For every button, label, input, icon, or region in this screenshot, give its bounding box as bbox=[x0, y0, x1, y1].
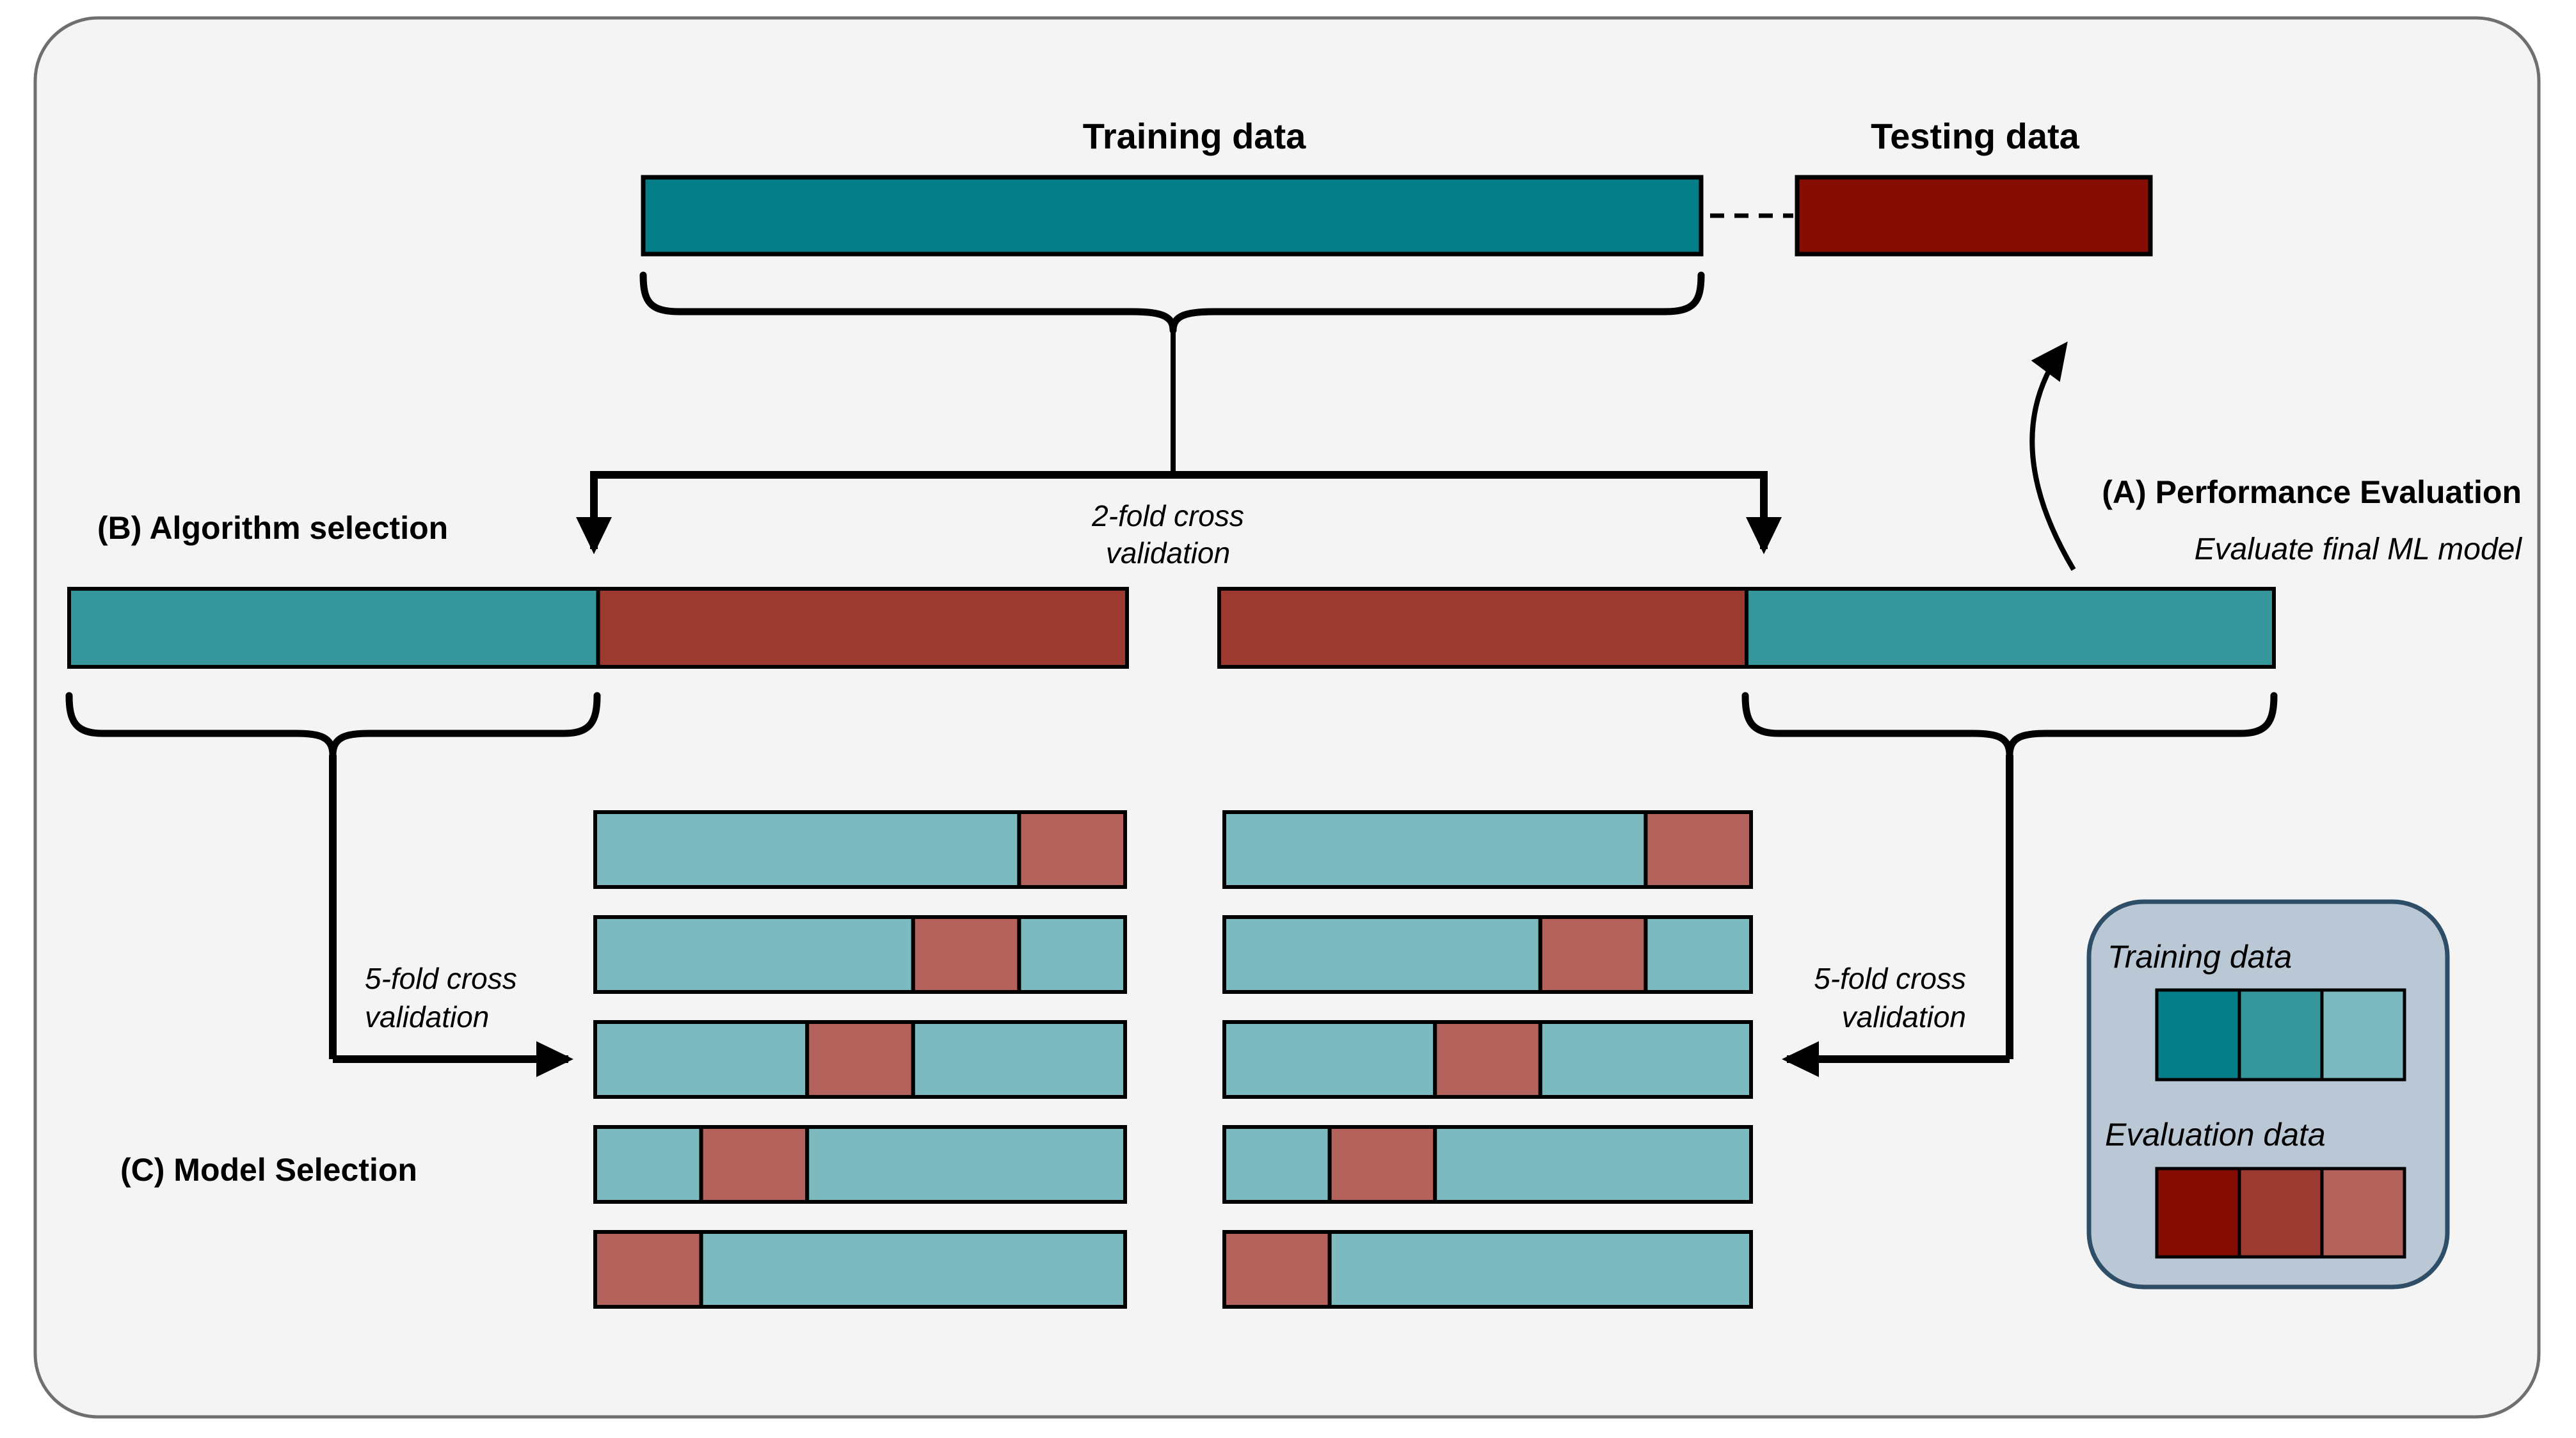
training-data-bar bbox=[641, 175, 1704, 257]
fivefold-segment bbox=[699, 1230, 1127, 1309]
twofold-segment bbox=[596, 587, 1129, 669]
legend-evaluation-swatch bbox=[2320, 1167, 2406, 1259]
two-fold-label-line1: 2-fold cross bbox=[1091, 499, 1244, 532]
fivefold-segment bbox=[911, 1020, 1128, 1099]
five-fold-left-label-line1: 5-fold cross bbox=[365, 962, 517, 995]
fivefold-segment bbox=[1433, 1020, 1542, 1099]
fivefold-segment bbox=[1327, 1125, 1437, 1204]
legend-evaluation-label: Evaluation data bbox=[2105, 1117, 2326, 1153]
five-fold-left-label-line2: validation bbox=[365, 1000, 489, 1034]
legend-evaluation-swatches bbox=[2155, 1167, 2406, 1259]
fivefold-segment bbox=[1222, 1230, 1332, 1309]
performance-evaluation-label: (A) Performance Evaluation bbox=[2102, 474, 2522, 510]
two-fold-label-line2: validation bbox=[1106, 536, 1230, 570]
five-fold-right-label-line1: 5-fold cross bbox=[1814, 962, 1966, 995]
fivefold-segment bbox=[805, 1020, 915, 1099]
fivefold-segment bbox=[1222, 810, 1648, 889]
five-fold-right-label-line2: validation bbox=[1842, 1000, 1966, 1034]
fivefold-segment bbox=[911, 915, 1021, 994]
performance-evaluation-sublabel: Evaluate final ML model bbox=[2195, 532, 2523, 566]
testing-bar-segment bbox=[1795, 175, 2153, 257]
legend-evaluation-swatch bbox=[2237, 1167, 2324, 1259]
fivefold-segment bbox=[1017, 810, 1128, 889]
fivefold-segment bbox=[699, 1125, 810, 1204]
twofold-bar-left bbox=[67, 587, 1129, 669]
twofold-segment bbox=[1217, 587, 1748, 669]
legend-training-swatch bbox=[2237, 988, 2324, 1082]
fivefold-segment bbox=[1538, 1020, 1754, 1099]
fivefold-segment bbox=[593, 1020, 810, 1099]
fivefold-segment bbox=[1222, 1125, 1332, 1204]
fivefold-segment bbox=[593, 1125, 703, 1204]
fivefold-segment bbox=[1538, 915, 1648, 994]
fivefold-segment bbox=[1327, 1230, 1754, 1309]
twofold-bar-right bbox=[1217, 587, 2276, 669]
algorithm-selection-label: (B) Algorithm selection bbox=[97, 510, 448, 546]
fivefold-group-right bbox=[1222, 810, 1754, 1309]
training-bar-segment bbox=[641, 175, 1704, 257]
fivefold-segment bbox=[805, 1125, 1127, 1204]
performance-eval-arrow bbox=[2029, 341, 2076, 571]
legend-training-swatch bbox=[2320, 988, 2406, 1082]
brace-training bbox=[639, 271, 1705, 334]
fivefold-segment bbox=[593, 1230, 703, 1309]
training-data-title: Training data bbox=[1083, 116, 1306, 156]
fivefold-segment bbox=[593, 810, 1021, 889]
legend-box: Training data Evaluation data bbox=[2086, 899, 2450, 1290]
fivefold-segment bbox=[593, 915, 915, 994]
legend-training-swatches bbox=[2155, 988, 2406, 1082]
model-selection-label: (C) Model Selection bbox=[120, 1152, 417, 1188]
fivefold-segment bbox=[1433, 1125, 1753, 1204]
fivefold-segment bbox=[1222, 915, 1542, 994]
legend-training-swatch bbox=[2155, 988, 2241, 1082]
twofold-segment bbox=[1745, 587, 2276, 669]
fivefold-segment bbox=[1644, 810, 1753, 889]
legend-training-label: Training data bbox=[2108, 939, 2292, 975]
legend-evaluation-swatch bbox=[2155, 1167, 2241, 1259]
fivefold-segment bbox=[1222, 1020, 1437, 1099]
fivefold-segment bbox=[1017, 915, 1128, 994]
fivefold-group-left bbox=[593, 810, 1128, 1309]
fivefold-segment bbox=[1644, 915, 1753, 994]
testing-data-title: Testing data bbox=[1871, 116, 2080, 156]
twofold-segment bbox=[67, 587, 600, 669]
testing-data-bar bbox=[1795, 175, 2153, 257]
